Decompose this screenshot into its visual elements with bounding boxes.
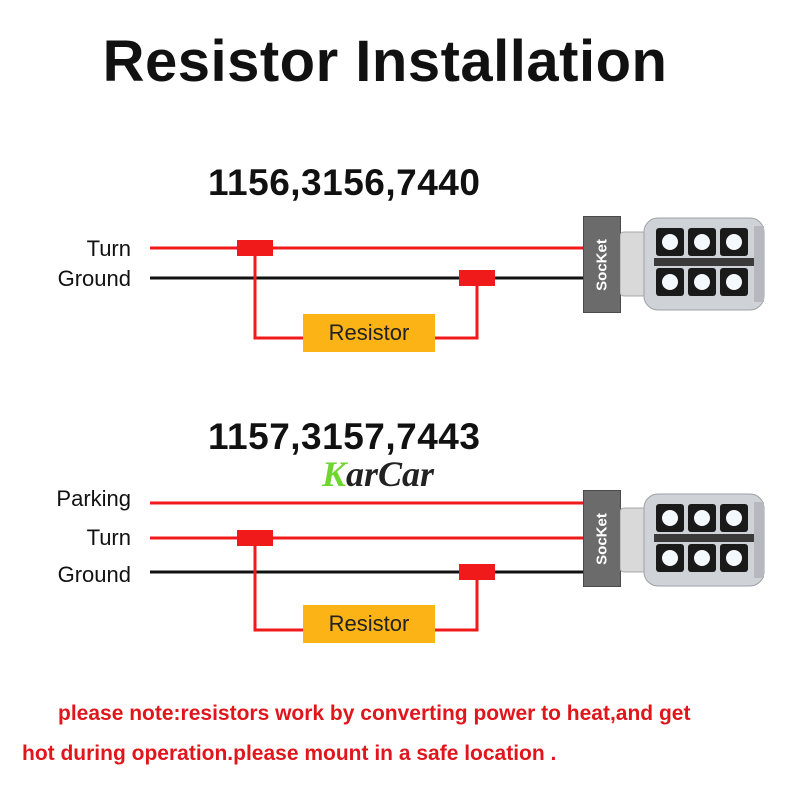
splice-connector-ground-1 [459, 270, 495, 286]
wire-label-turn-1: Turn [86, 236, 131, 261]
watermark-rest: arCar [346, 454, 435, 494]
watermark-logo: KarCar [322, 453, 434, 495]
socket-2: SocKet [583, 490, 621, 587]
note-line-2: hot during operation.please mount in a s… [22, 742, 557, 765]
splice-connector-ground-2 [459, 564, 495, 580]
watermark-first-letter: K [322, 454, 347, 494]
bulb-models-2: 1157,3157,7443 [208, 416, 481, 457]
wire-label-turn-2: Turn [86, 525, 131, 550]
splice-connector-turn-2 [237, 530, 273, 546]
resistor-1: Resistor [303, 314, 435, 352]
socket-label-1: SocKet [593, 238, 611, 291]
page-title: Resistor Installation [102, 29, 668, 94]
socket-label-2: SocKet [593, 512, 611, 565]
splice-connector-turn-1 [237, 240, 273, 256]
bulb-models-1: 1156,3156,7440 [208, 162, 481, 203]
note-line-1: please note:resistors work by converting… [58, 702, 691, 725]
wire-label-ground-1: Ground [57, 266, 131, 291]
led-bulb-image-2 [620, 493, 765, 587]
resistor-2: Resistor [303, 605, 435, 643]
socket-1: SocKet [583, 216, 621, 313]
wire-label-ground-2: Ground [57, 562, 131, 587]
wire-label-parking-2: Parking [56, 486, 131, 511]
led-bulb-image-1 [620, 217, 765, 311]
